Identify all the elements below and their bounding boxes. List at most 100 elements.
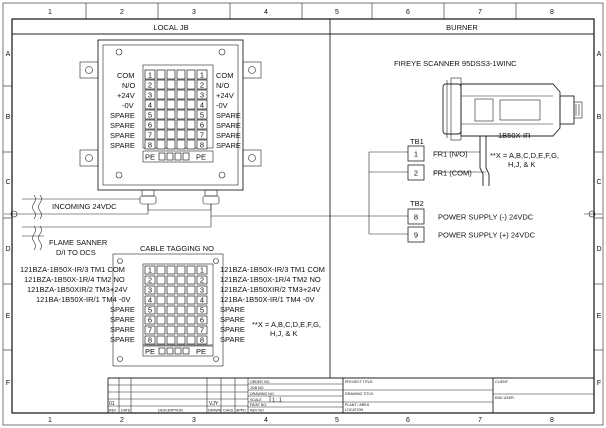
client-label: CLIENT: [495, 380, 509, 384]
grid-right-a: A [597, 51, 602, 58]
jb-terminal-row-5: SPARE 5 5 SPARE [110, 109, 241, 120]
grid-bottom-6: 6 [406, 417, 410, 424]
grid-bottom-1: 1 [48, 417, 52, 424]
jb-terminal-num: 5 [200, 111, 204, 120]
tag-row-6: SPARE 6 6 SPARE [110, 315, 245, 325]
jb-terminal-left-label: SPARE [110, 131, 135, 140]
tb1-terminal-num: 2 [414, 169, 418, 178]
tag-num: 6 [148, 316, 152, 325]
jb-terminal-right-label: SPARE [216, 131, 241, 140]
tb1-terminal-label: FR1 (COM) [433, 169, 472, 178]
rev-col-drawn: DRAWN [208, 409, 222, 413]
flame-scanner-label: FLAME SANNER [49, 238, 108, 247]
grid-top-7: 7 [478, 9, 482, 16]
location-label: LOCATION [345, 408, 364, 412]
tag-left-label: 121BZA-1B50X-IR/3 TM1 COM [20, 265, 125, 274]
tag-num: 2 [148, 276, 152, 285]
jb-terminal-num: 7 [200, 131, 204, 140]
tag-row-8: SPARE 8 8 SPARE [110, 335, 245, 345]
revision-number: 01 [109, 401, 115, 407]
tb1-label: TB1 [410, 137, 424, 146]
cable-tagging-note-line2: H,J, & K [270, 329, 298, 338]
grid-left-d: D [5, 246, 10, 253]
tb1-terminal-num: 1 [414, 150, 418, 159]
tag-right-label: SPARE [220, 335, 245, 344]
grid-top-ticks [85, 3, 517, 19]
jb-terminal-row-3: +24V 3 3 +24V [117, 89, 234, 100]
grid-top-numbers: 1 2 3 4 5 6 7 8 [48, 9, 554, 16]
jb-terminal-left-label: N/O [122, 81, 136, 90]
tb2-label: TB2 [410, 199, 424, 208]
cable-tagging: CABLE TAGGING NO 121BZA-1B50X-IR/3 TM1 C… [20, 244, 325, 367]
rev-col-rev: REV [109, 409, 117, 413]
tb2-terminal-num: 9 [414, 231, 418, 240]
grid-bottom-7: 7 [478, 417, 482, 424]
grid-right-f: F [597, 380, 601, 387]
grid-right-d: D [596, 246, 601, 253]
grid-left-letters: A B C D E F [5, 51, 10, 387]
grid-side-ticks [3, 85, 603, 351]
jb-pe-label-left: PE [145, 153, 155, 162]
jb-terminal-left-label: -0V [122, 101, 134, 110]
grid-left-e: E [6, 313, 11, 320]
tag-right-label: 121BZA-1B50X-IR/3 TM1 COM [220, 265, 325, 274]
tag-row-4: 121BA-1B50X-IR/1 TM4 -0V 4 4 121BA-1B50X… [36, 295, 315, 305]
rev-col-description: DESCRIPTION [158, 409, 183, 413]
grid-right-letters: A B C D E F [596, 51, 601, 387]
jb-terminal-num: 4 [148, 101, 152, 110]
jb-terminal-row-6: SPARE 6 6 SPARE [110, 119, 241, 130]
junction-box [79, 39, 262, 205]
jb-terminal-num: 8 [200, 141, 204, 150]
terminal-block-tb1: TB1 1 2 FR1 (N/O) FR1 (COM) [407, 137, 472, 181]
tag-right-label: SPARE [220, 325, 245, 334]
grid-right-c: C [596, 179, 601, 186]
grid-left-b: B [6, 114, 11, 121]
jb-terminal-num: 2 [200, 81, 204, 90]
tag-left-label: 121BZA-1B50XIR/2 TM3+24V [27, 285, 128, 294]
jb-terminal-strip: COM 1 1 COM N/O 2 2 N/O +24V 3 3 +24V -0… [110, 64, 241, 163]
grid-top-1: 1 [48, 9, 52, 16]
page-no-label: PAGE NO. [250, 403, 267, 407]
tag-pe-left: PE [145, 347, 155, 356]
tag-right-label: 121BZA-1B50XIR/2 TM3+24V [220, 285, 321, 294]
jb-terminal-num: 4 [200, 101, 204, 110]
tag-right-label: 121BZA-1B50X-1R/4 TM2 NO [220, 275, 321, 284]
tb2-terminal-label: POWER SUPPLY (-) 24VDC [438, 213, 534, 222]
jb-terminal-num: 3 [200, 91, 204, 100]
jb-terminal-right-label: COM [216, 71, 234, 80]
jb-terminal-num: 6 [200, 121, 204, 130]
jb-pe-label-right: PE [196, 153, 206, 162]
jb-terminal-right-label: SPARE [216, 121, 241, 130]
di-to-dcs-label: D/I TO DCS [56, 248, 96, 257]
tag-num: 2 [200, 276, 204, 285]
grid-top-3: 3 [192, 9, 196, 16]
grid-left-f: F [6, 380, 10, 387]
tag-left-label: 121BZA-1B50X-1R/4 TM2 NO [24, 275, 125, 284]
jb-terminal-left-label: COM [117, 71, 135, 80]
scanner-note-line2: H,J, & K [508, 160, 536, 169]
grid-bottom-numbers: 1 2 3 4 5 6 7 8 [48, 417, 554, 424]
jb-terminal-right-label: N/O [216, 81, 230, 90]
grid-top-6: 6 [406, 9, 410, 16]
drawing-no-label: DRAWING NO. [250, 392, 275, 396]
jb-terminal-left-label: SPARE [110, 111, 135, 120]
scale-value: 1 : 1 [272, 398, 282, 404]
tag-row-7: SPARE 7 7 SPARE [110, 325, 245, 335]
jb-terminal-num: 1 [200, 71, 204, 80]
jb-terminal-num: 6 [148, 121, 152, 130]
tag-num: 5 [148, 306, 152, 315]
jb-terminal-right-label: SPARE [216, 141, 241, 150]
order-no-label: ORDER NO. [250, 380, 270, 384]
tag-num: 7 [148, 326, 152, 335]
tag-left-label: SPARE [110, 315, 135, 324]
tag-num: 8 [200, 336, 204, 345]
burner-header: BURNER [446, 23, 478, 32]
grid-top-8: 8 [550, 9, 554, 16]
jb-terminal-num: 5 [148, 111, 152, 120]
tag-num: 8 [148, 336, 152, 345]
grid-bottom-2: 2 [120, 417, 124, 424]
jb-terminal-num: 2 [148, 81, 152, 90]
drawn-initials: VJY [209, 401, 219, 407]
tag-right-label: SPARE [220, 305, 245, 314]
